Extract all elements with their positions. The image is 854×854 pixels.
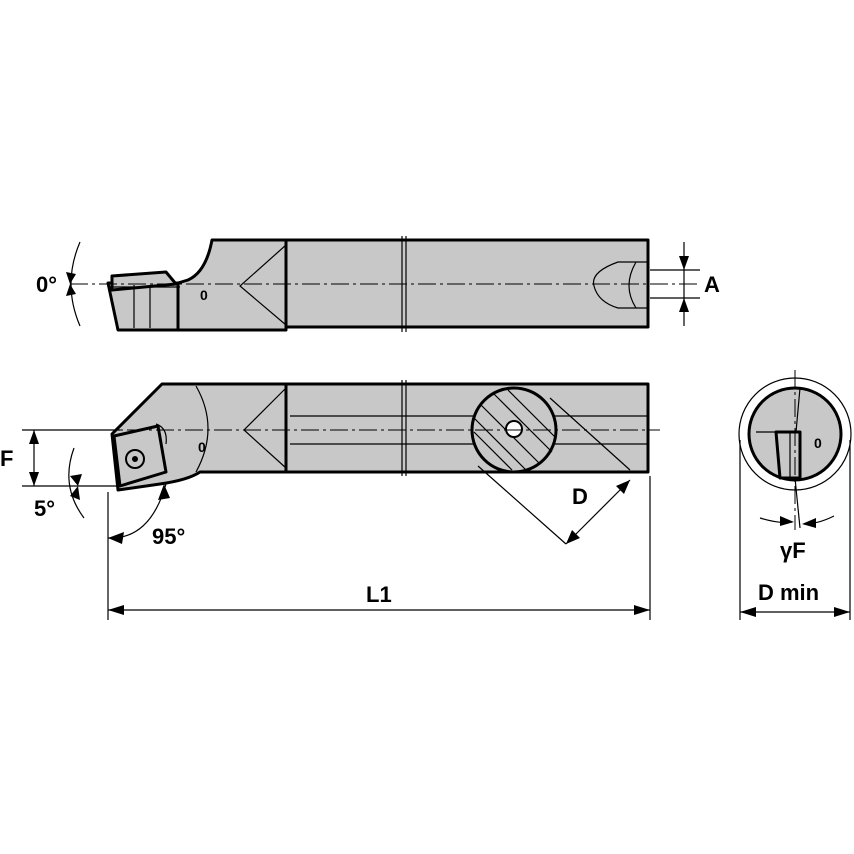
end-view-insert (774, 430, 802, 480)
label-d-min: D min (758, 580, 819, 605)
label-angle-95: 95° (152, 524, 185, 549)
end-view: 0 (738, 370, 852, 620)
svg-text:0: 0 (814, 435, 822, 451)
top-view-coolant-slot (592, 261, 648, 309)
label-l1: L1 (366, 582, 392, 607)
top-view-mark: 0 (200, 287, 208, 303)
label-a: A (704, 272, 720, 297)
label-angle-0: 0° (36, 272, 57, 297)
label-f: F (0, 446, 13, 471)
svg-text:0: 0 (198, 439, 206, 455)
label-angle-5: 5° (34, 496, 55, 521)
label-gamma-f: γF (780, 538, 806, 563)
top-view-insert (110, 270, 178, 292)
top-view-neck (176, 238, 288, 332)
plan-view: 0 (22, 380, 660, 545)
label-d: D (572, 484, 588, 509)
top-view: 0 (66, 236, 700, 332)
plan-view-shank (284, 382, 650, 474)
l1-dimension (107, 476, 651, 620)
coolant-hole (505, 420, 523, 438)
